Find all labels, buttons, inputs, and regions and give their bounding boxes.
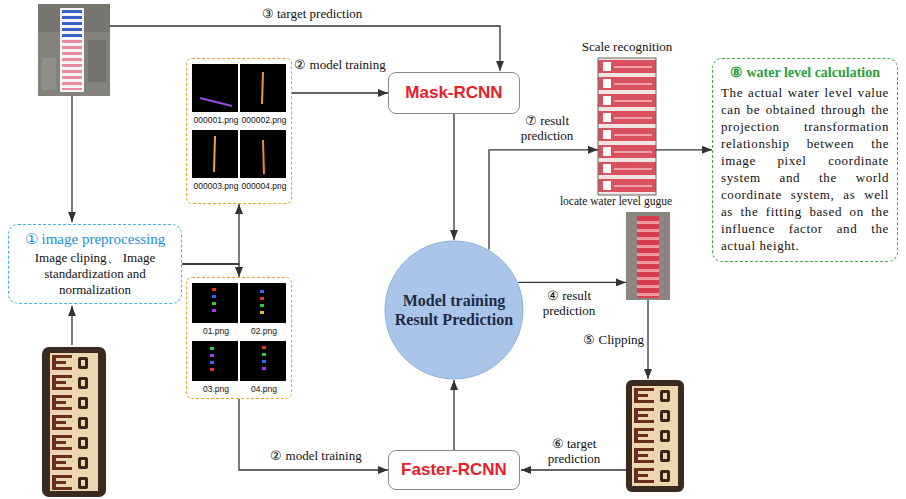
clipped-gauge-image [626, 380, 684, 492]
edge-label: ② model training [250, 448, 382, 463]
box-title: ① image preprocessing [15, 230, 175, 248]
file-label: 000002.png [241, 115, 287, 125]
edge-label: ⑦ result prediction [500, 113, 594, 143]
locate-image [626, 212, 670, 300]
step-label: ⑥ target prediction [528, 436, 620, 466]
note-box: ⑧ water level calculationThe actual wate… [712, 58, 898, 262]
connector [453, 114, 454, 240]
file-label: 000004.png [241, 181, 287, 191]
faster-thumbnails [192, 283, 286, 381]
file-label: 04.png [241, 384, 287, 394]
connector [453, 380, 454, 450]
hub-circle: Model training Result Prediction [384, 240, 524, 380]
note-text: The actual water level value can be obta… [721, 84, 889, 254]
gauge-image [42, 347, 106, 497]
scale-image [598, 58, 656, 195]
model-name: Mask-RCNN [405, 83, 502, 103]
sample-group: 01.png02.png 03.png04.png [186, 277, 292, 399]
connector [239, 399, 388, 470]
sample-group: 000001.png000002.png 000003.png000004.png [186, 58, 292, 204]
image-caption: locate water level gugue [560, 195, 672, 209]
connector [182, 264, 239, 277]
edge-label: ② model training [294, 57, 386, 72]
model-box: Faster-RCNN [388, 450, 520, 490]
image-caption: Scale recognition [582, 39, 673, 55]
step-label: ③ target prediction [232, 6, 392, 21]
image-panel: Scale recognition [598, 58, 656, 195]
edge-label: ④ result prediction [528, 288, 610, 318]
file-label: 02.png [241, 326, 287, 336]
connector [182, 204, 239, 264]
model-name: Faster-RCNN [401, 460, 507, 480]
process-box: ① image preprocessingImage cliping、 Imag… [8, 224, 182, 304]
circle-outline [384, 240, 524, 380]
gauge-photo [38, 4, 110, 96]
box-text: Image cliping、 Image standardization and… [15, 250, 175, 298]
file-label: 03.png [193, 384, 239, 394]
image-panel: locate water level gugue [626, 212, 670, 300]
file-label: 000003.png [193, 181, 239, 191]
note-title: ⑧ water level calculation [721, 64, 889, 82]
connector [292, 92, 388, 93]
file-label: 01.png [193, 326, 239, 336]
step-label: ⑤ Clipping [566, 332, 644, 347]
model-box: Mask-RCNN [388, 72, 520, 114]
connector [518, 282, 626, 283]
mask-thumbnails [192, 64, 286, 178]
hub-text: Model training Result Prediction [392, 291, 516, 329]
connector [656, 149, 712, 150]
circle-shape [385, 241, 523, 379]
file-label: 000001.png [193, 115, 239, 125]
